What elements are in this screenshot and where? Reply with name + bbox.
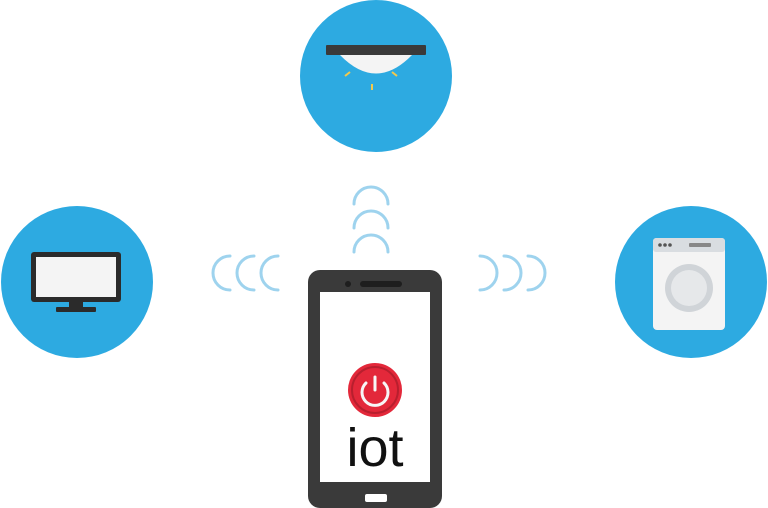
washer-device-circle[interactable] xyxy=(615,206,767,358)
signal-waves-top xyxy=(352,185,390,254)
washing-machine-icon xyxy=(615,206,767,358)
monitor-device-circle[interactable] xyxy=(1,206,153,358)
signal-waves-left xyxy=(211,254,280,292)
lamp-device-circle[interactable] xyxy=(300,0,452,152)
power-icon xyxy=(348,363,402,417)
ceiling-lamp-icon xyxy=(300,0,452,152)
power-button[interactable] xyxy=(347,362,403,418)
phone-app-label: iot xyxy=(346,418,404,478)
signal-waves-right xyxy=(478,254,547,292)
tv-monitor-icon xyxy=(1,206,153,358)
